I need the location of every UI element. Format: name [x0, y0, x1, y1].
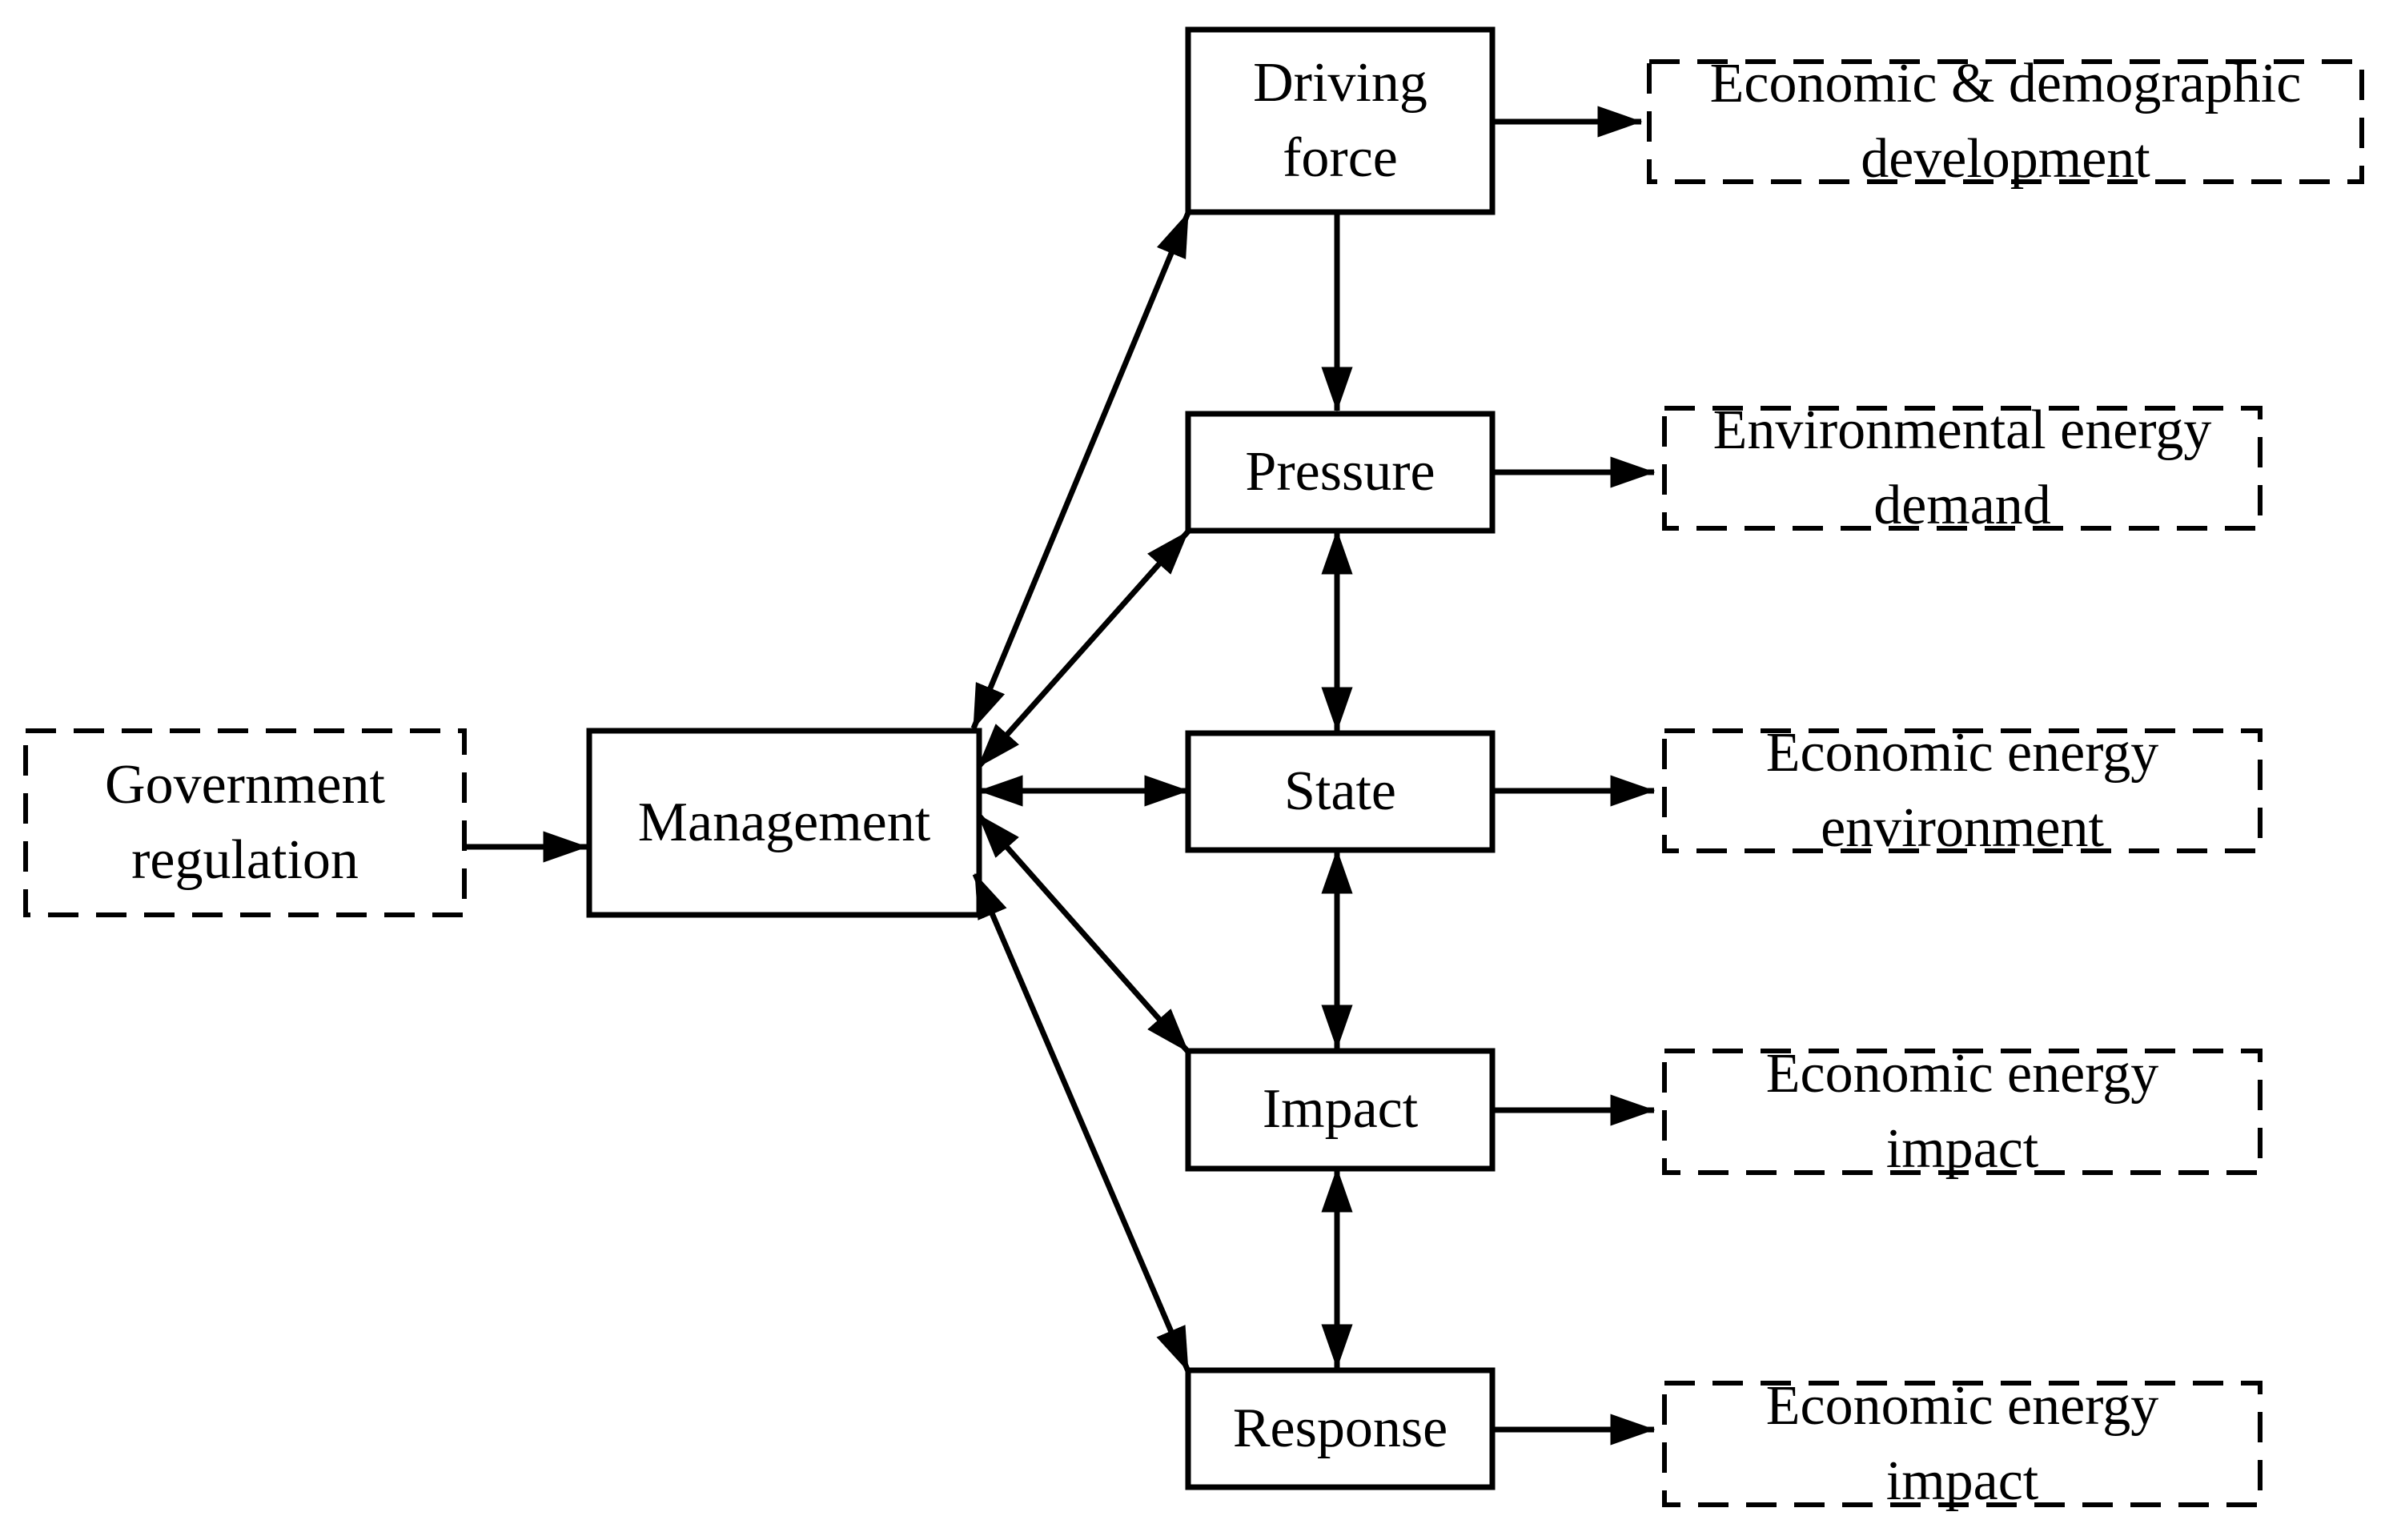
management-label: Management — [637, 791, 931, 853]
government-regulation-box-outline — [23, 728, 467, 917]
pressure-box: Pressure — [1188, 414, 1492, 531]
impact-label: Impact — [1262, 1078, 1419, 1141]
edge-management-impact — [976, 812, 1190, 1054]
pressure-label: Pressure — [1245, 440, 1435, 503]
economic-energy-environment-box: Economic energy environment — [1664, 722, 2260, 860]
driving-force-box-outline — [1185, 26, 1496, 215]
driving-force-box: Driving force — [1188, 30, 1492, 212]
environmental-energy-demand-label: Environmental energy demand — [1712, 399, 2212, 537]
environmental-energy-demand-box-outline — [1662, 406, 2263, 531]
management-box: Management — [589, 731, 979, 915]
economic-energy-impact-2-box: Economic energy impact — [1664, 1375, 2260, 1513]
economic-energy-impact-1-label: Economic energy impact — [1765, 1042, 2159, 1181]
response-label: Response — [1232, 1397, 1448, 1459]
response-box-outline — [1185, 1367, 1496, 1490]
economic-energy-impact-1-box-outline — [1662, 1049, 2263, 1175]
edge-management-response — [972, 872, 1191, 1373]
environmental-energy-demand-box: Environmental energy demand — [1664, 399, 2260, 537]
economic-energy-impact-2-label: Economic energy impact — [1765, 1374, 2159, 1513]
impact-box: Impact — [1188, 1051, 1492, 1169]
economic-demographic-development-box-outline — [1647, 59, 2364, 184]
edge-management-pressure — [976, 529, 1190, 769]
state-label: State — [1284, 760, 1396, 822]
economic-energy-impact-1-box: Economic energy impact — [1664, 1043, 2260, 1181]
economic-energy-environment-box-outline — [1662, 728, 2263, 853]
economic-demographic-development-box: Economic & demographic development — [1649, 53, 2362, 190]
economic-energy-impact-2-box-outline — [1662, 1381, 2263, 1507]
state-box: State — [1188, 733, 1492, 850]
driving-force-label: Driving force — [1253, 51, 1427, 190]
economic-demographic-development-label: Economic & demographic development — [1709, 52, 2302, 190]
management-box-outline — [586, 728, 982, 918]
economic-energy-environment-label: Economic energy environment — [1765, 721, 2159, 860]
government-regulation-label: Government regulation — [105, 753, 385, 892]
government-regulation-box: Government regulation — [26, 731, 464, 915]
response-box: Response — [1188, 1370, 1492, 1487]
